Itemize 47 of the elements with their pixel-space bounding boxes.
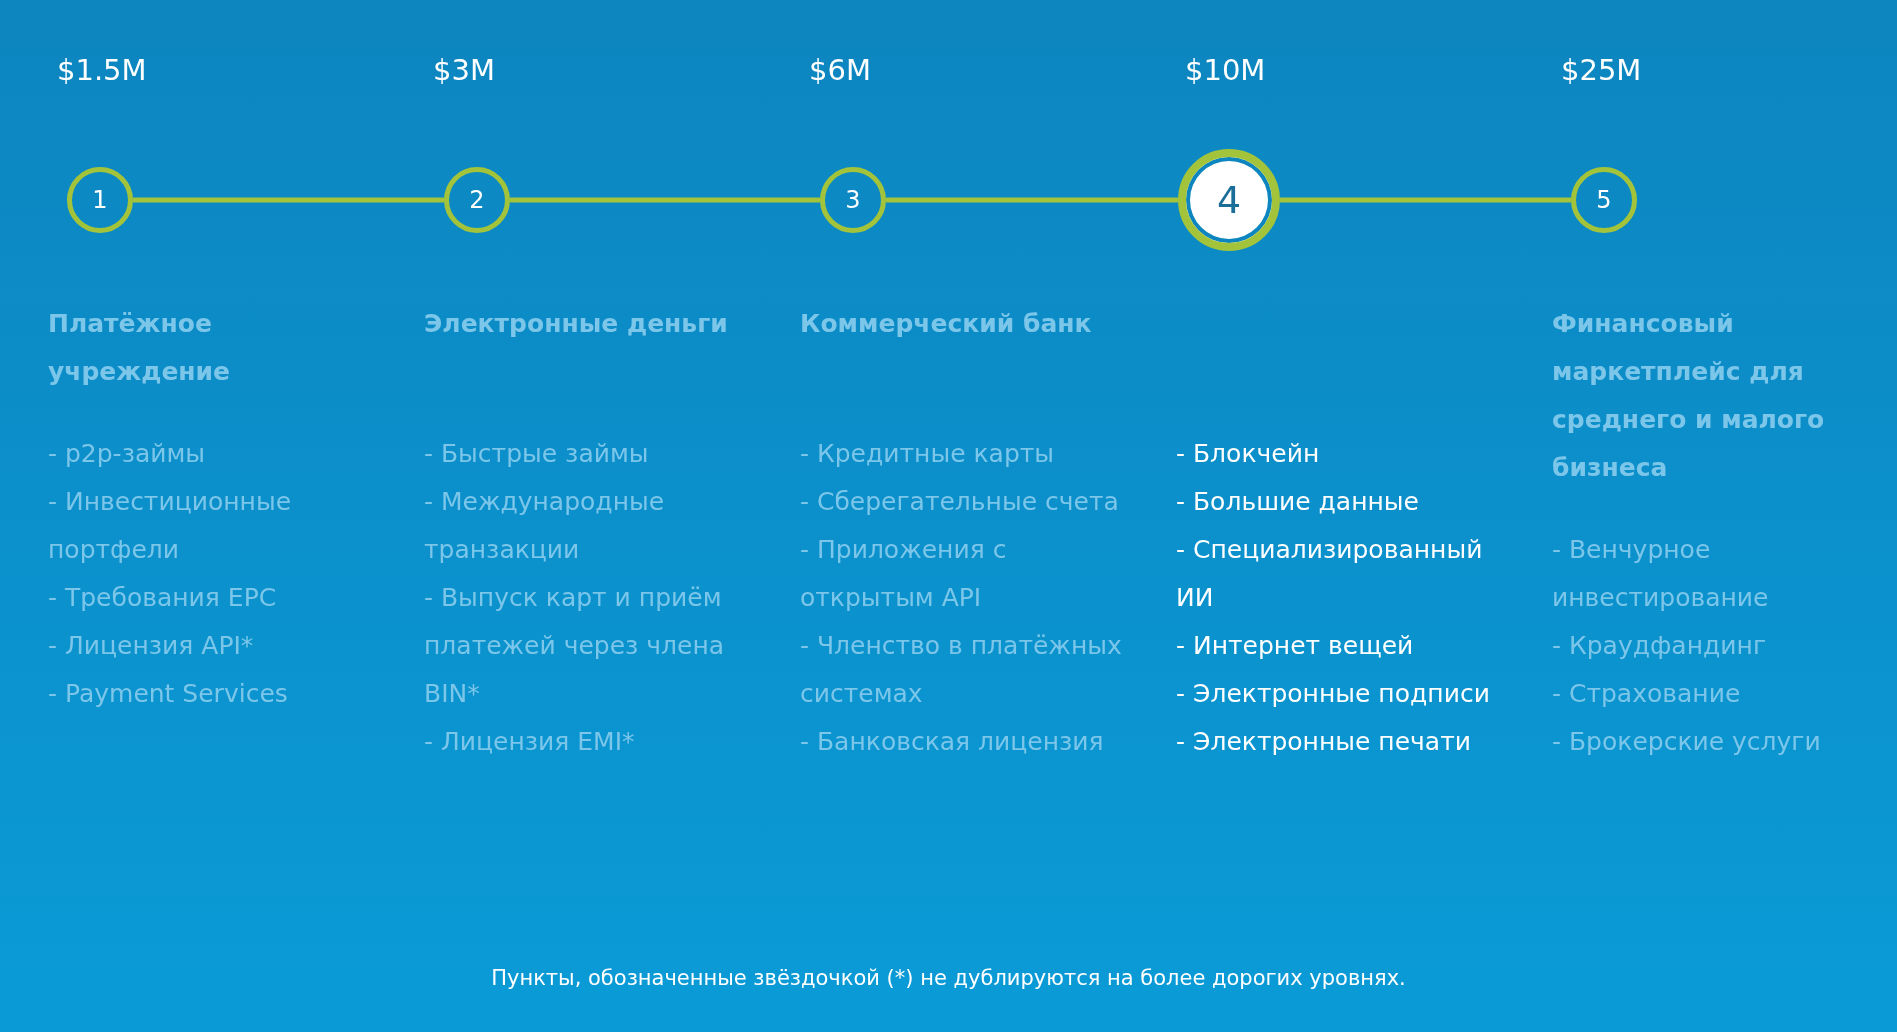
- list-item: - Краудфандинг: [1552, 630, 1768, 662]
- footnote: Пункты, обозначенные звёздочкой (*) не дублируются на более дорогих уровнях.: [491, 966, 1406, 990]
- list-item: - Большие данные: [1176, 486, 1420, 518]
- step-circle: [67, 167, 133, 233]
- step-number: 3: [845, 186, 861, 214]
- list-item: - Требования EPC: [48, 582, 278, 614]
- list-item: - Членство в платёжных системах: [800, 630, 1123, 710]
- list-item: - Payment Services: [48, 678, 289, 710]
- price-label: $1.5M: [57, 53, 147, 87]
- column-heading: Коммерческий банк: [800, 309, 1092, 338]
- column-heading: Финансовый маркетплейс для среднего и малого бизнеса: [1552, 309, 1825, 482]
- step-number: 1: [92, 186, 108, 214]
- list-item: - Лицензия EMI*: [424, 726, 636, 758]
- list-item: - Блокчейн: [1176, 438, 1321, 470]
- price-label: $3M: [433, 53, 495, 87]
- list-item: - Электронные подписи: [1176, 678, 1491, 710]
- list-item: - Лицензия API*: [48, 630, 255, 662]
- list-item: - Специализированный ИИ: [1176, 534, 1484, 614]
- step-number: 5: [1596, 186, 1612, 214]
- list-item: - Международные транзакции: [424, 486, 666, 566]
- column-heading: Электронные деньги: [424, 309, 728, 338]
- list-item: - Интернет вещей: [1176, 630, 1415, 662]
- step-circle: [444, 167, 510, 233]
- step-circle: [820, 167, 886, 233]
- step-circle: [1571, 167, 1637, 233]
- list-item: - Инвестиционные портфели: [48, 486, 293, 566]
- connector-line: [133, 197, 444, 203]
- list-item: - Венчурное инвестирование: [1552, 534, 1770, 614]
- list-item: - Приложения с открытым API: [800, 534, 1008, 614]
- list-item: - Быстрые займы: [424, 438, 650, 470]
- step-number: 2: [469, 186, 485, 214]
- list-item: - Банковская лицензия: [800, 726, 1105, 758]
- price-label: $6M: [809, 53, 871, 87]
- column-heading: Платёжное учреждение: [48, 309, 231, 386]
- connector-line: [510, 197, 820, 203]
- list-item: - Кредитные карты: [800, 438, 1056, 470]
- price-label: $10M: [1185, 53, 1266, 87]
- list-item: - Электронные печати: [1176, 726, 1472, 758]
- price-label: $25M: [1561, 53, 1642, 87]
- connector-line: [886, 197, 1178, 203]
- list-item: - Страхование: [1552, 678, 1742, 710]
- list-item: - Сберегательные счета: [800, 486, 1120, 518]
- list-item: - Брокерские услуги: [1552, 726, 1822, 758]
- step-number: 4: [1216, 178, 1242, 222]
- list-item: - Выпуск карт и приём платежей через члена BIN*: [424, 582, 726, 710]
- connector-line: [1280, 197, 1571, 203]
- list-item: - p2p-займы: [48, 438, 207, 470]
